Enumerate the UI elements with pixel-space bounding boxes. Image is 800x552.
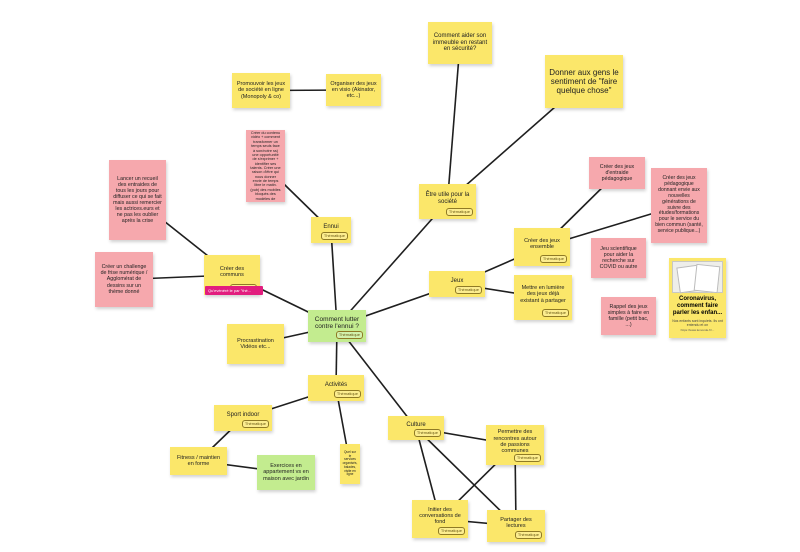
- sticky-note-creer-contenu[interactable]: Créer du contenu vidéo + comment transfo…: [246, 130, 285, 202]
- link-preview-card[interactable]: Coronavirus, comment faire parler les en…: [669, 258, 726, 338]
- note-text: Promouvoir les jeux de société en ligne …: [236, 81, 286, 100]
- sticky-note-challenge[interactable]: Créer un challenge de frise numérique / …: [95, 252, 153, 307]
- sticky-note-jeux-entraide[interactable]: Créer des jeux d'entraide pédagogique: [589, 157, 645, 189]
- note-text: Créer des jeux ensemble: [524, 237, 560, 250]
- sticky-note-organiser-jeux[interactable]: Organiser des jeux en visio (Akinator, e…: [326, 74, 381, 106]
- note-text: Partager des lectures: [500, 516, 532, 529]
- connector-etre_utile-aider_immeuble: [446, 42, 461, 202]
- theme-tag[interactable]: Thématique: [333, 390, 361, 398]
- note-text: Créer des jeux d'entraide pédagogique: [599, 163, 635, 183]
- theme-tag[interactable]: Thématique: [539, 255, 567, 263]
- card-title: Coronavirus, comment faire parler les en…: [672, 296, 723, 316]
- note-text: Exercices en appartement vs en maison av…: [263, 463, 309, 482]
- sticky-note-recueil[interactable]: Lancer un recueil des entraides de tous …: [109, 160, 166, 240]
- sticky-note-jeu-scientifique[interactable]: Jeu scientifique pour aider la recherche…: [591, 238, 646, 278]
- note-text: Rappel des jeux simples à faire en famil…: [607, 303, 650, 329]
- sticky-note-rappel-jeux[interactable]: Rappel des jeux simples à faire en famil…: [601, 297, 656, 335]
- sticky-note-donner-sentiment[interactable]: Donner aux gens le sentiment de "faire q…: [545, 55, 623, 108]
- theme-tag[interactable]: Thématique: [241, 420, 269, 428]
- theme-tag[interactable]: Thématique: [413, 429, 441, 437]
- note-text: Lancer un recueil des entraides de tous …: [113, 175, 162, 225]
- note-text: Permettre des rencontres autour de passi…: [493, 429, 537, 455]
- sticky-note-mettre-lumiere[interactable]: Mettre en lumière des jeux déjà existant…: [514, 275, 572, 320]
- note-text: Activités: [324, 381, 348, 388]
- sticky-note-promouvoir[interactable]: Promouvoir les jeux de société en ligne …: [232, 73, 290, 108]
- sticky-note-jeux-pedago[interactable]: Créer des jeux pédagogique donnant envie…: [651, 168, 707, 243]
- sticky-note-fitness[interactable]: Fitness / maintien en forme: [170, 447, 227, 475]
- theme-tag[interactable]: Thématique: [335, 331, 363, 339]
- note-text: Mettre en lumière des jeux déjà existant…: [520, 285, 566, 304]
- theme-tag[interactable]: Thématique: [513, 454, 541, 462]
- theme-tag[interactable]: Thématique: [320, 232, 348, 240]
- card-url: https://www.lemonde.fr/...: [680, 328, 715, 333]
- note-text: Quel sur le services organisés, balades,…: [342, 450, 358, 477]
- note-text: Créer du contenu vidéo + comment transfo…: [250, 131, 281, 201]
- note-text: Fitness / maintien en forme: [176, 454, 221, 467]
- sticky-note-exercices[interactable]: Exercices en appartement vs en maison av…: [257, 455, 315, 490]
- note-text: Comment aider son immeuble en restant en…: [432, 32, 488, 53]
- theme-tag[interactable]: Thématique: [541, 309, 569, 317]
- note-text: Créer un challenge de frise numérique / …: [100, 264, 148, 295]
- sticky-note-procrastination[interactable]: Procrastination Vidéos etc...: [227, 324, 284, 364]
- note-text: Sport indoor: [226, 411, 260, 418]
- note-text: Être utile pour la société: [425, 191, 470, 205]
- sticky-note-rencontres[interactable]: Permettre des rencontres autour de passi…: [486, 425, 544, 465]
- sticky-note-center[interactable]: Comment lutter contre l'ennui ?Thématiqu…: [308, 310, 366, 342]
- note-text: Initier des conversations de fond: [419, 506, 461, 526]
- theme-tag[interactable]: Thématique: [454, 286, 482, 294]
- note-text: Ennui: [323, 223, 339, 230]
- connector-center-etre_utile: [336, 200, 449, 327]
- comment-chip[interactable]: Qu'evénéré le par "thé...: [205, 286, 263, 295]
- note-text: Comment lutter contre l'ennui ?: [314, 315, 360, 330]
- note-text: Organiser des jeux en visio (Akinator, e…: [330, 80, 377, 100]
- card-description: Nos enfants sont inquiets. Ils ont enten…: [672, 318, 723, 327]
- sticky-note-aider-immeuble[interactable]: Comment aider son immeuble en restant en…: [428, 22, 492, 64]
- theme-tag[interactable]: Thématique: [437, 527, 465, 535]
- preview-image: [672, 261, 723, 294]
- note-text: Donner aux gens le sentiment de "faire q…: [549, 67, 619, 96]
- sticky-note-small-note[interactable]: Quel sur le services organisés, balades,…: [340, 444, 360, 484]
- theme-tag[interactable]: Thématique: [445, 208, 473, 216]
- note-text: Créer des jeux pédagogique donnant envie…: [655, 175, 703, 234]
- note-text: Jeu scientifique pour aider la recherche…: [599, 245, 638, 271]
- note-text: Procrastination Vidéos etc...: [237, 337, 274, 350]
- note-text: Jeux: [450, 277, 464, 284]
- theme-tag[interactable]: Thématique: [514, 531, 542, 539]
- note-text: Culture: [406, 421, 426, 428]
- note-text: Créer des communs: [219, 265, 245, 278]
